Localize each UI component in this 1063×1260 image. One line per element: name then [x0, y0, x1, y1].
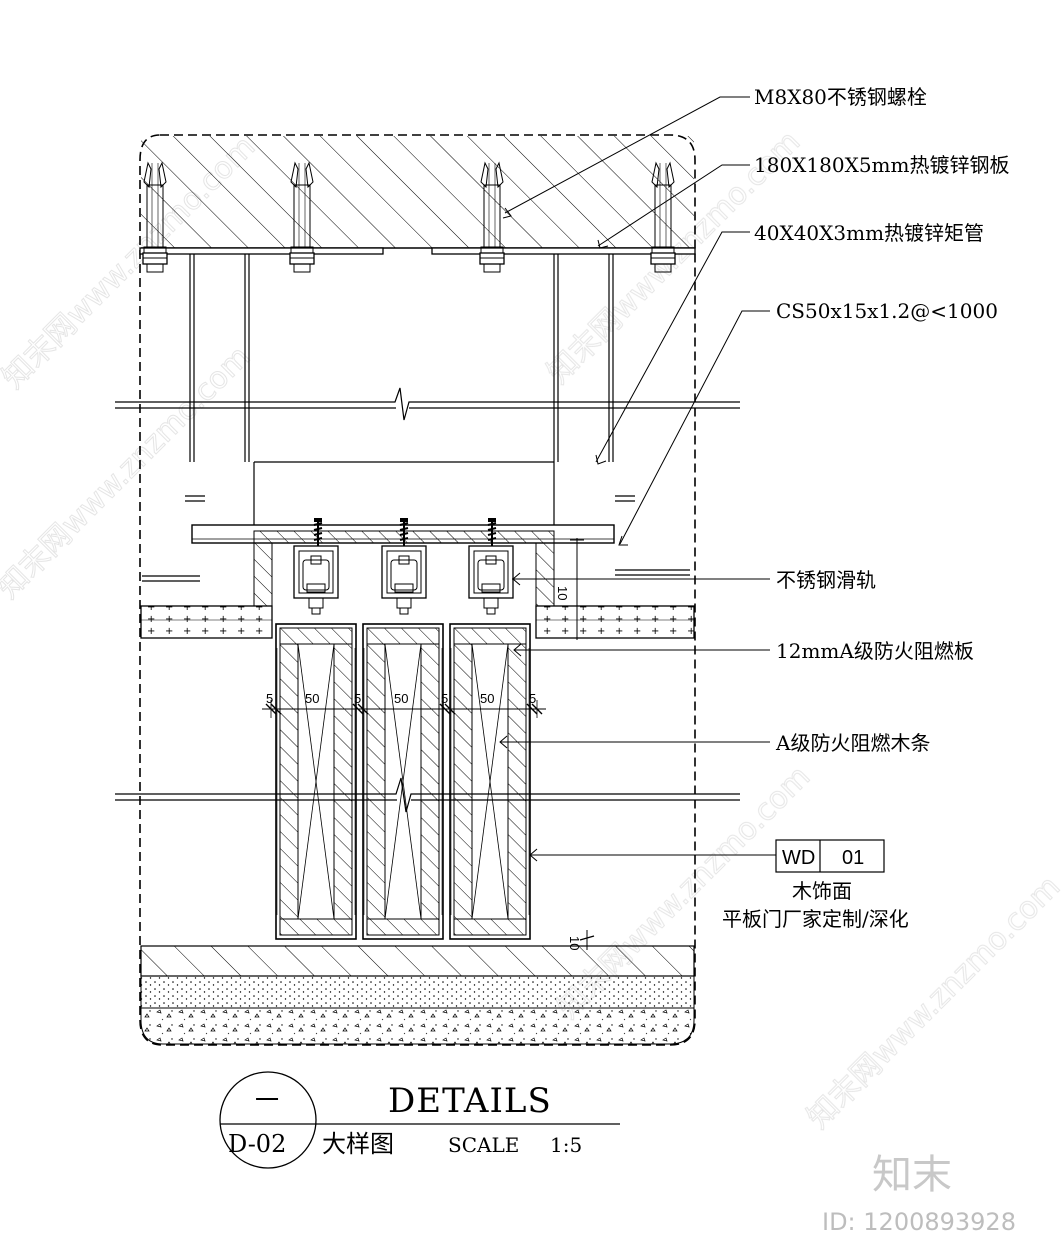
leader-lines	[499, 96, 776, 862]
brand-logo: 知末	[872, 1152, 952, 1198]
break-line-lower	[115, 777, 740, 813]
label-steel-tube: 40X40X3mm热镀锌矩管	[754, 221, 984, 245]
callout-labels: M8X80不锈钢螺栓 180X180X5mm热镀锌钢板 40X40X3mm热镀锌…	[754, 85, 1009, 755]
title-subtitle: 大样图	[322, 1130, 394, 1158]
label-rail: 不锈钢滑轨	[776, 568, 876, 592]
label-cs-channel: CS50x15x1.2@<1000	[776, 299, 998, 323]
finish-tag-number: 01	[842, 847, 864, 869]
track-carriages	[293, 545, 514, 615]
dimension-rail: 10	[555, 538, 584, 640]
dim-panel-2: 50	[394, 691, 408, 706]
finish-tag: WD 01 木饰面 平板门厂家定制/深化	[722, 839, 909, 931]
title-sheet-number: D-02	[228, 1130, 286, 1158]
brand-id: ID: 1200893928	[822, 1208, 1016, 1236]
title-block: 一 D-02 DETAILS 大样图 SCALE 1:5	[219, 1071, 620, 1169]
dim-panel-1: 50	[305, 691, 319, 706]
label-steel-plate: 180X180X5mm热镀锌钢板	[754, 153, 1009, 177]
concrete-slab	[141, 136, 694, 249]
dim-gap-1: 5	[266, 691, 273, 706]
break-line-upper	[115, 387, 740, 421]
dim-gap-4: 5	[529, 691, 536, 706]
hanger-tubes	[142, 254, 690, 582]
door-panels	[275, 623, 531, 940]
dimension-panels: 5 50 5 50 5 50 5	[262, 691, 546, 718]
dim-gap-2: 5	[354, 691, 361, 706]
label-bolt: M8X80不锈钢螺栓	[754, 85, 927, 109]
finish-tag-code: WD	[782, 847, 815, 869]
watermark-left-2: 知末网www.znzmo.com	[0, 339, 257, 605]
dim-rail-offset: 10	[555, 586, 570, 600]
dim-panel-3: 50	[480, 691, 494, 706]
dim-gap-3: 5	[441, 691, 448, 706]
brand-corner: 知末 ID: 1200893928	[822, 1152, 1016, 1236]
title-scale-value: 1:5	[550, 1133, 582, 1157]
finish-tag-note: 平板门厂家定制/深化	[722, 907, 909, 931]
label-wood-strip: A级防火阻燃木条	[775, 731, 930, 755]
title-scale-label: SCALE	[448, 1133, 519, 1157]
steel-plate	[139, 247, 696, 255]
gypsum-ceiling	[140, 605, 695, 639]
finish-tag-label: 木饰面	[792, 879, 852, 903]
floor-layers	[140, 945, 695, 1045]
title-circle-top: 一	[255, 1086, 279, 1114]
title-main: DETAILS	[388, 1081, 552, 1121]
label-fire-board: 12mmA级防火阻燃板	[776, 639, 974, 663]
